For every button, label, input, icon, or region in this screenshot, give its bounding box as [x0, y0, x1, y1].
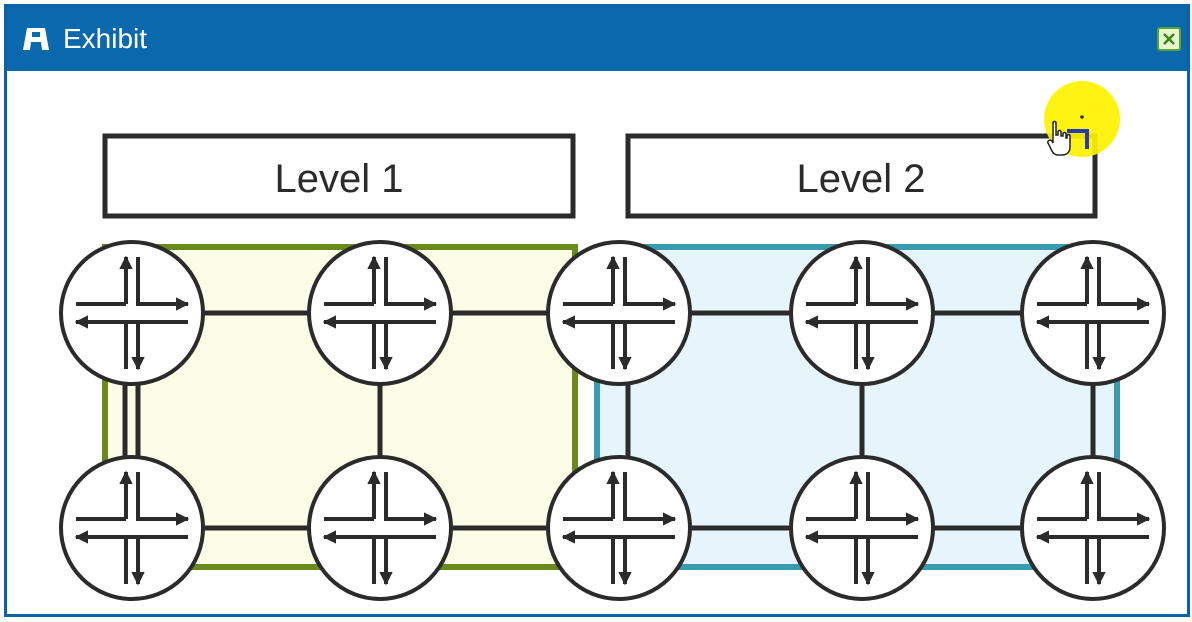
window-title: Exhibit	[63, 23, 148, 54]
exhibit-content: Level 1 Level 2	[7, 71, 1187, 614]
level-2-label: Level 2	[797, 157, 926, 201]
title-bar: Exhibit	[7, 7, 1187, 71]
router-icon	[61, 457, 203, 599]
level-1-label: Level 1	[275, 157, 404, 201]
exhibit-icon	[23, 28, 49, 50]
router-icon	[791, 457, 933, 599]
level-1-label-box	[102, 133, 576, 219]
close-button[interactable]	[1157, 27, 1181, 51]
close-icon[interactable]	[1159, 29, 1179, 49]
router-icon	[1022, 457, 1164, 599]
hand-pointer-icon	[1047, 120, 1071, 156]
router-icon	[1022, 242, 1164, 384]
exhibit-window: Exhibit	[4, 4, 1190, 617]
router-icon	[309, 457, 451, 599]
router-icon	[548, 242, 690, 384]
router-icon	[791, 242, 933, 384]
router-icon	[548, 457, 690, 599]
network-diagram: Level 1 Level 2	[7, 81, 1187, 617]
router-icon	[61, 242, 203, 384]
level-2-label-box	[625, 133, 1098, 219]
router-icon	[309, 242, 451, 384]
